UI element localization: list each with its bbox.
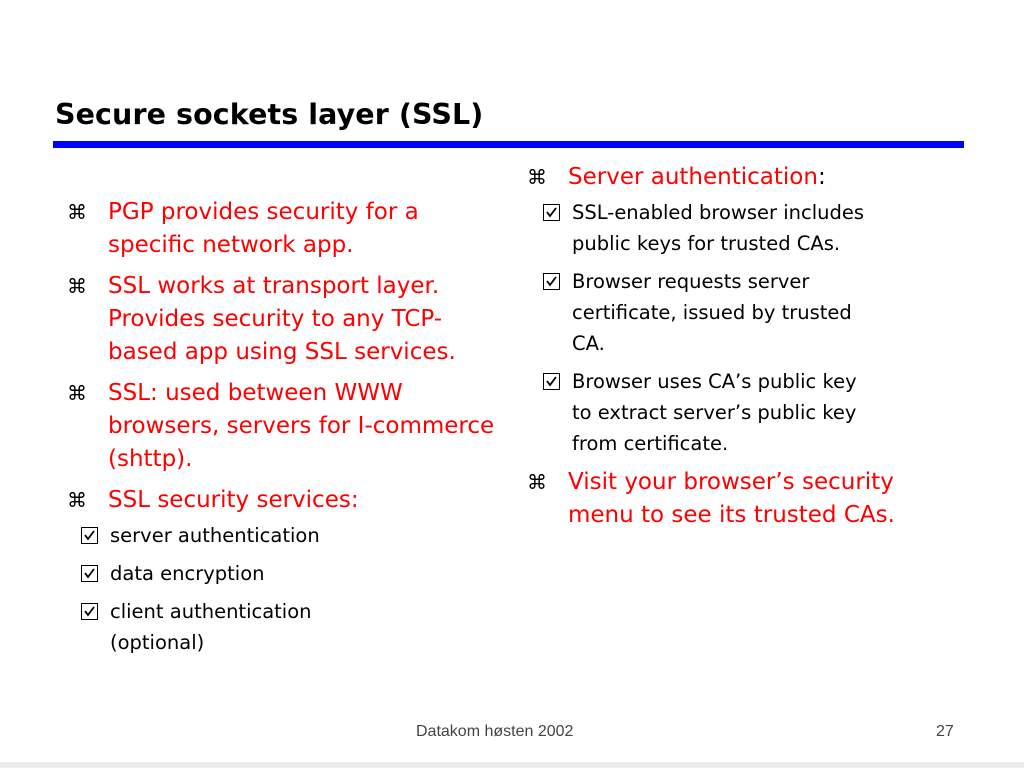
title-underline bbox=[53, 141, 964, 148]
bullet-text: PGP provides security for a specific net… bbox=[108, 199, 419, 258]
left-column: ⌘ PGP provides security for a specific n… bbox=[66, 196, 506, 665]
sub-bullet-list: SSL-enabled browser includes public keys… bbox=[486, 197, 966, 459]
sub-bullet: data encryption bbox=[24, 558, 506, 589]
command-key-icon: ⌘ bbox=[527, 470, 547, 494]
bullet: ⌘ Server authentication: bbox=[526, 161, 966, 194]
bullet-text: SSL security services: bbox=[108, 487, 359, 513]
sub-bullet: server authentication bbox=[24, 520, 506, 551]
sub-bullet-text: SSL-enabled browser includes public keys… bbox=[572, 201, 865, 255]
sub-bullet-text: Browser uses CA’s public key to extract … bbox=[572, 370, 857, 455]
checkbox-check-icon bbox=[543, 273, 560, 290]
bullet-suffix: : bbox=[817, 164, 826, 190]
bullet: ⌘ SSL security services: bbox=[66, 484, 506, 517]
footer-text: Datakom høsten 2002 bbox=[416, 723, 574, 740]
sub-bullet-text: data encryption bbox=[110, 562, 265, 585]
command-key-icon: ⌘ bbox=[67, 200, 87, 224]
checkbox-check-icon bbox=[543, 204, 560, 221]
right-column: ⌘ Server authentication: SSL-enabled bro… bbox=[526, 161, 966, 540]
sub-bullet: client authentication (optional) bbox=[24, 596, 410, 658]
checkbox-check-icon bbox=[543, 373, 560, 390]
bullet-text: SSL works at transport layer. Provides s… bbox=[108, 273, 456, 365]
bullet-text: SSL: used between WWW browsers, servers … bbox=[108, 380, 495, 472]
slide-title: Secure sockets layer (SSL) bbox=[55, 98, 484, 131]
bottom-band bbox=[0, 762, 1024, 768]
page-number: 27 bbox=[936, 723, 954, 740]
checkbox-check-icon bbox=[81, 603, 98, 620]
bullet: ⌘ SSL: used between WWW browsers, server… bbox=[66, 377, 506, 476]
sub-bullet-text: server authentication bbox=[110, 524, 320, 547]
sub-bullet-list: server authentication data encryption cl… bbox=[66, 520, 506, 658]
command-key-icon: ⌘ bbox=[67, 381, 87, 405]
bullet: ⌘ Visit your browser’s security menu to … bbox=[526, 466, 966, 532]
bullet: ⌘ SSL works at transport layer. Provides… bbox=[66, 270, 506, 369]
command-key-icon: ⌘ bbox=[67, 274, 87, 298]
command-key-icon: ⌘ bbox=[67, 488, 87, 512]
command-key-icon: ⌘ bbox=[527, 165, 547, 189]
sub-bullet-text: client authentication (optional) bbox=[110, 600, 312, 654]
bullet-text: Visit your browser’s security menu to se… bbox=[568, 469, 895, 528]
sub-bullet: Browser requests server certificate, iss… bbox=[486, 266, 872, 359]
checkbox-check-icon bbox=[81, 527, 98, 544]
sub-bullet-text: Browser requests server certificate, iss… bbox=[572, 270, 852, 355]
bullet-text: Server authentication bbox=[568, 164, 818, 190]
sub-bullet: SSL-enabled browser includes public keys… bbox=[486, 197, 872, 259]
sub-bullet: Browser uses CA’s public key to extract … bbox=[486, 366, 872, 459]
checkbox-check-icon bbox=[81, 565, 98, 582]
bullet: ⌘ PGP provides security for a specific n… bbox=[66, 196, 506, 262]
